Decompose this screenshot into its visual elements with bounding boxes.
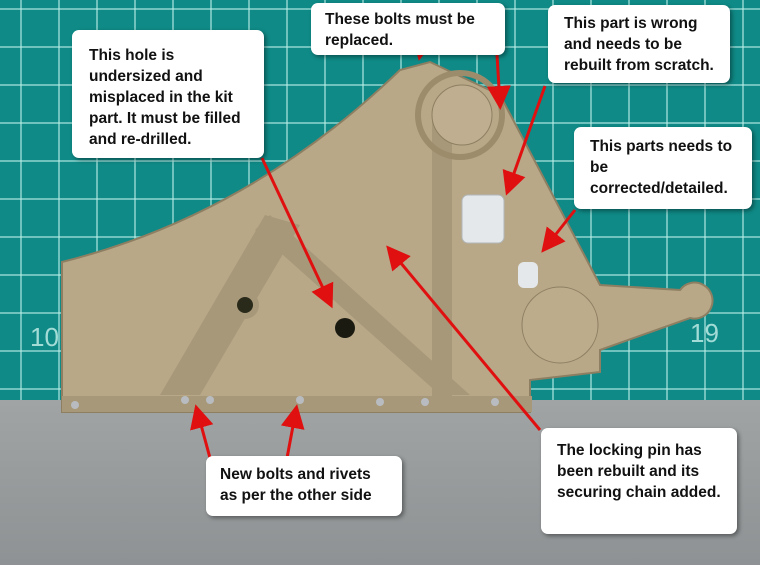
- mat-number-left: 10: [30, 322, 59, 352]
- callout-locking-pin: The locking pin has been rebuilt and its…: [541, 428, 737, 534]
- callout-bolts: These bolts must be replaced.: [311, 3, 505, 55]
- mat-number-right: 19: [690, 318, 719, 348]
- vertical-beam: [432, 110, 452, 400]
- scratch-built-part: [461, 194, 505, 244]
- misplaced-hole: [335, 318, 355, 338]
- hole: [237, 297, 253, 313]
- hinge-disc: [431, 84, 493, 146]
- callout-hole: This hole is undersized and misplaced in…: [72, 30, 264, 158]
- annotation-arrows: [190, 34, 577, 459]
- new-bolts: [71, 396, 499, 409]
- hinge-disc: [415, 70, 505, 160]
- callout-correct-part: This parts needs to be corrected/detaile…: [574, 127, 752, 209]
- frame-strut: [160, 215, 300, 395]
- locking-pin: [518, 262, 538, 288]
- callout-new-bolts: New bolts and rivets as per the other si…: [206, 456, 402, 516]
- bottom-rail: [62, 396, 532, 412]
- callout-wrong-part: This part is wrong and needs to be rebui…: [548, 5, 730, 83]
- round-hatch: [521, 286, 599, 364]
